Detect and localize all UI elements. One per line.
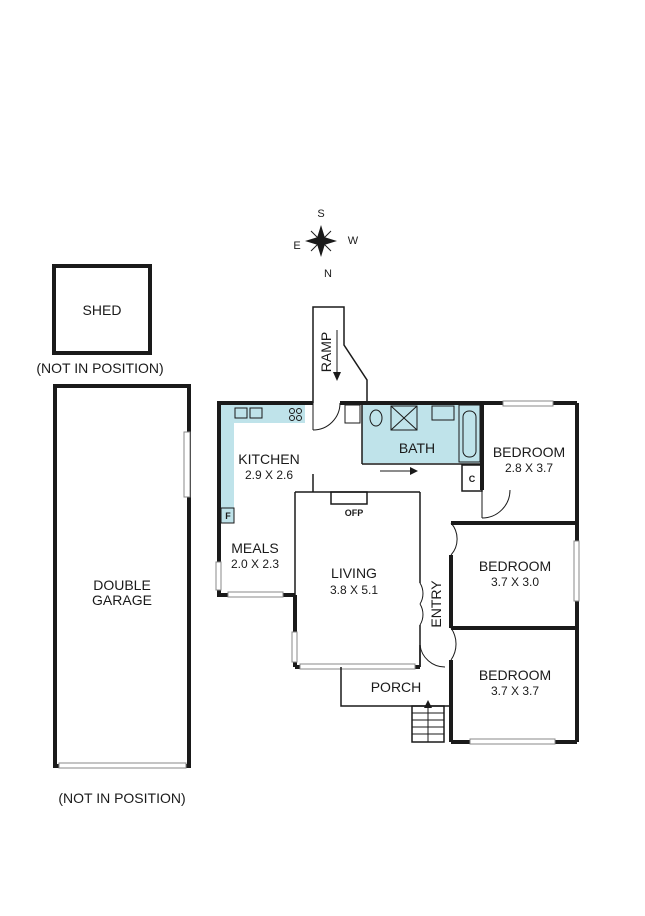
compass-needle-west: [321, 237, 337, 245]
compass-label-n: N: [324, 268, 332, 280]
meals-dims: 2.0 X 2.3: [231, 557, 279, 571]
kitchen-dims: 2.9 X 2.6: [245, 468, 293, 482]
meals-name: MEALS: [231, 540, 278, 556]
bedroom3-name: BEDROOM: [479, 667, 551, 683]
shed-outline: [52, 264, 152, 355]
bedroom2-name: BEDROOM: [479, 558, 551, 574]
sink-bowl-1: [234, 407, 248, 419]
toilet: [369, 409, 383, 427]
compass-label-w: W: [348, 235, 359, 247]
door-front-entry: [419, 644, 446, 668]
door-kitchen-ramp: [312, 402, 341, 431]
ramp: RAMP: [312, 306, 368, 403]
porch-name: PORCH: [371, 679, 422, 695]
bedroom1-name: BEDROOM: [493, 444, 565, 460]
window-bedroom2-east: [573, 540, 580, 602]
window-bedroom3-south: [469, 738, 556, 745]
living-dims: 3.8 X 5.1: [330, 583, 378, 597]
window-meals-west: [215, 561, 222, 591]
door-bedroom2: [450, 522, 475, 556]
garage-roller-door: [58, 762, 187, 769]
bathtub-inner: [462, 410, 477, 458]
bedroom2-dims: 3.7 X 3.0: [491, 575, 539, 589]
garage-label-line1: DOUBLE: [93, 577, 151, 593]
cupboard-label: C: [469, 474, 476, 484]
ramp-arrow-head: [333, 372, 341, 381]
window-living-west: [291, 631, 298, 663]
door-bedroom3: [450, 627, 475, 661]
room-labels: KITCHEN 2.9 X 2.6 MEALS 2.0 X 2.3 LIVING…: [231, 440, 565, 698]
bedroom1-dims: 2.8 X 3.7: [505, 461, 553, 475]
window-meals-south: [227, 591, 284, 598]
garage-note: (NOT IN POSITION): [58, 790, 185, 806]
compass-needle-east: [305, 237, 321, 245]
entry-name: ENTRY: [428, 580, 444, 628]
bath-vanity-2: [431, 405, 455, 421]
cooktop-burner-4: [296, 415, 302, 421]
fireplace-label: OFP: [345, 508, 364, 518]
cooktop-burner-2: [296, 408, 302, 414]
shed-label: SHED: [83, 302, 122, 318]
stair-arrow-head: [424, 700, 432, 708]
window-bedroom1-north: [502, 400, 554, 407]
shower: [390, 405, 418, 431]
shed-note: (NOT IN POSITION): [36, 360, 163, 376]
double-garage: DOUBLE GARAGE (NOT IN POSITION): [53, 384, 191, 806]
bedroom3-dims: 3.7 X 3.7: [491, 684, 539, 698]
windows: [215, 400, 580, 745]
living-name: LIVING: [331, 565, 377, 581]
bath-fixtures: [344, 404, 481, 463]
fridge-label: F: [225, 511, 231, 521]
bath-vanity-1: [344, 404, 361, 424]
compass-diagonal-2: [310, 230, 332, 252]
bath-name: BATH: [399, 440, 435, 456]
fireplace-hearth: [330, 491, 368, 505]
doors: [312, 402, 511, 668]
cooktop-burner-1: [289, 408, 295, 414]
sink-bowl-2: [249, 407, 263, 419]
door-bedroom1: [481, 489, 511, 519]
compass-rose: S E W N: [293, 208, 358, 280]
bathtub: [458, 404, 481, 463]
kitchen-name: KITCHEN: [238, 451, 299, 467]
kitchen-benches: F: [220, 405, 305, 524]
shed: SHED (NOT IN POSITION): [36, 264, 164, 376]
garage-side-door: [183, 431, 191, 498]
door-bath-arrow-head: [410, 467, 418, 475]
compass-needle-south: [317, 225, 325, 241]
porch: [340, 667, 451, 743]
kitchen-bench-side: [221, 405, 234, 523]
cooktop-burner-3: [289, 415, 295, 421]
bath-wet-area: [362, 403, 482, 463]
shower-cross-2: [390, 405, 418, 431]
compass-label-s: S: [317, 208, 324, 220]
ramp-outline: [312, 306, 368, 403]
linen-cupboard: [461, 464, 483, 492]
window-living-south: [299, 663, 416, 670]
open-fireplace: OFP: [330, 491, 368, 518]
garage-label-line2: GARAGE: [92, 592, 152, 608]
door-living-entry: [419, 582, 424, 626]
compass-needle-north: [317, 241, 325, 257]
ramp-label: RAMP: [318, 332, 334, 372]
compass-label-e: E: [293, 240, 300, 252]
garage-outline: [53, 384, 191, 768]
